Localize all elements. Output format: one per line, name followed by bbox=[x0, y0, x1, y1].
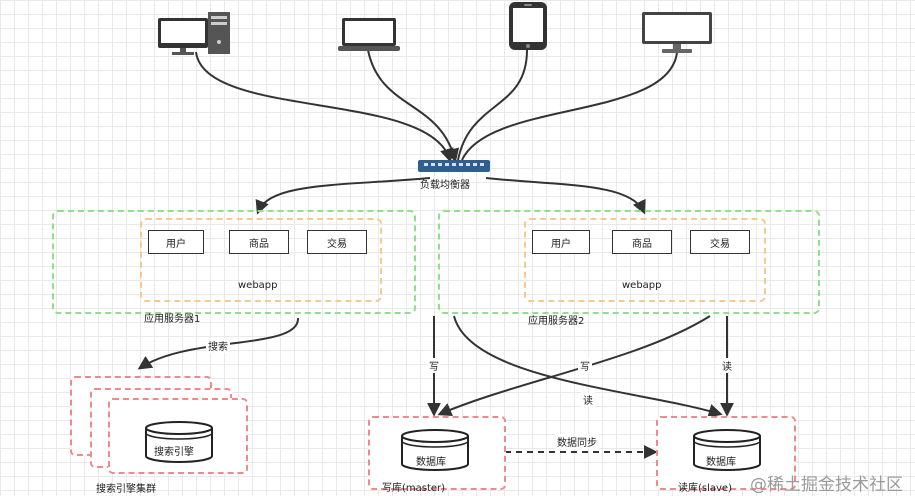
load-balancer-switch-icon bbox=[418, 158, 490, 172]
edge-lb-to-server2 bbox=[485, 177, 646, 215]
master-db-caption: 写库(master) bbox=[382, 483, 446, 494]
search-cluster-label: 搜索引擎集群 bbox=[96, 484, 156, 495]
master-db-group bbox=[368, 416, 506, 490]
app-server-2-label: 应用服务器2 bbox=[528, 316, 585, 327]
master-db-cylinder-icon bbox=[398, 428, 472, 472]
search-engine-cylinder-icon bbox=[142, 420, 216, 464]
webapp-2 bbox=[524, 218, 766, 302]
laptop-icon bbox=[338, 18, 400, 52]
load-balancer-label: 负载均衡器 bbox=[420, 180, 470, 191]
desktop-computer-icon bbox=[158, 12, 234, 56]
edge-desktop-to-lb bbox=[195, 51, 454, 163]
edge-server1-read bbox=[453, 315, 723, 418]
webapp-2-label: webapp bbox=[622, 280, 662, 291]
edge-label-read-1: 读 bbox=[720, 358, 734, 373]
webapp-1 bbox=[140, 218, 382, 302]
app-server-1 bbox=[52, 210, 416, 314]
watermark: @稀土掘金技术社区 bbox=[750, 475, 903, 495]
smartphone-icon bbox=[509, 2, 547, 50]
edge-laptop-to-lb bbox=[367, 49, 460, 163]
service-user-1: 用户 bbox=[148, 230, 204, 254]
slave-db-cylinder-icon bbox=[690, 428, 764, 472]
edge-label-data-sync: 数据同步 bbox=[555, 434, 599, 449]
edge-label-write-2: 写 bbox=[578, 358, 592, 373]
service-product-2: 商品 bbox=[612, 230, 672, 254]
edge-search bbox=[137, 317, 300, 370]
webapp-1-label: webapp bbox=[238, 280, 278, 291]
edge-label-read-2: 读 bbox=[581, 392, 595, 407]
edge-label-search: 搜索 bbox=[206, 338, 230, 353]
edge-label-write-1: 写 bbox=[427, 358, 441, 373]
master-db-label: 数据库 bbox=[416, 457, 446, 468]
app-server-2 bbox=[438, 210, 820, 314]
search-engine-label: 搜索引擎 bbox=[154, 447, 194, 458]
app-server-1-label: 应用服务器1 bbox=[144, 314, 201, 325]
edge-monitor-to-lb bbox=[461, 51, 678, 161]
edge-phone-to-lb bbox=[457, 49, 528, 161]
service-product-1: 商品 bbox=[229, 230, 289, 254]
edge-server2-write bbox=[437, 315, 711, 417]
slave-db-label: 数据库 bbox=[706, 457, 736, 468]
edge-lb-to-server1 bbox=[255, 177, 431, 215]
service-trade-1: 交易 bbox=[307, 230, 367, 254]
service-user-2: 用户 bbox=[532, 230, 590, 254]
slave-db-caption: 读库(slave) bbox=[678, 483, 732, 494]
service-trade-2: 交易 bbox=[690, 230, 750, 254]
monitor-icon bbox=[642, 12, 712, 54]
